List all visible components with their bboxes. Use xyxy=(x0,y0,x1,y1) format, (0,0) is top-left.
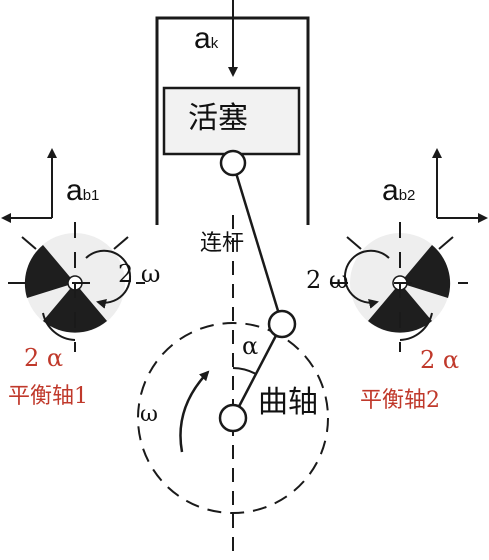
crank-rotation-arrow xyxy=(179,370,210,453)
connecting-rod-label: 连杆 xyxy=(200,231,245,256)
balance-shaft-2-sector-a xyxy=(400,245,451,298)
crankshaft-center xyxy=(218,403,248,433)
balance-shaft-2-angle-arc xyxy=(399,312,433,341)
balance-shaft-2-label: 平衡轴2 xyxy=(360,388,440,413)
balance-shaft-2-tick-ur xyxy=(438,236,454,250)
balance-shaft-1-label: 平衡轴1 xyxy=(8,384,88,409)
crank-arm xyxy=(231,323,284,419)
balance-shaft-2-speed-label: 2 ω xyxy=(306,266,349,294)
balance-shaft-1-tick-ul xyxy=(21,236,37,250)
balance-shaft-1-rotation-arrow xyxy=(85,249,132,309)
balance-shaft-1-angle-label: 2 α xyxy=(24,344,64,372)
wrist-pin xyxy=(219,149,247,177)
balance-shaft-1-tick-ur xyxy=(113,236,129,250)
balance-shaft-2-sector-b xyxy=(368,283,432,333)
balance-shaft-1-angle-arc xyxy=(42,312,76,341)
connecting-rod xyxy=(231,162,284,325)
crankshaft-label: 曲轴 xyxy=(258,385,318,420)
balance-shaft-2-rotation-arrow xyxy=(343,249,390,309)
crank-circle xyxy=(137,322,329,514)
crank-pin xyxy=(267,309,297,339)
balance-shaft-2-tick-ul xyxy=(346,236,362,250)
piston-label: 活塞 xyxy=(188,101,248,136)
balance-shaft-1-accel-label: ab1 xyxy=(66,174,100,207)
balance-shaft-2-angle-label: 2 α xyxy=(420,346,460,374)
crank-angle-label: α xyxy=(242,332,259,360)
balance-shaft-1-speed-label: 2 ω xyxy=(118,260,161,288)
balance-shaft-1-sector-a xyxy=(24,245,76,298)
piston xyxy=(162,86,301,156)
crank-angle-arc xyxy=(232,367,257,375)
piston-accel-label: ak xyxy=(194,22,219,55)
balance-shaft-2-accel-label: ab2 xyxy=(382,174,416,207)
balance-shaft-1-sector-b xyxy=(43,283,107,333)
crank-speed-label: ω xyxy=(140,402,158,427)
